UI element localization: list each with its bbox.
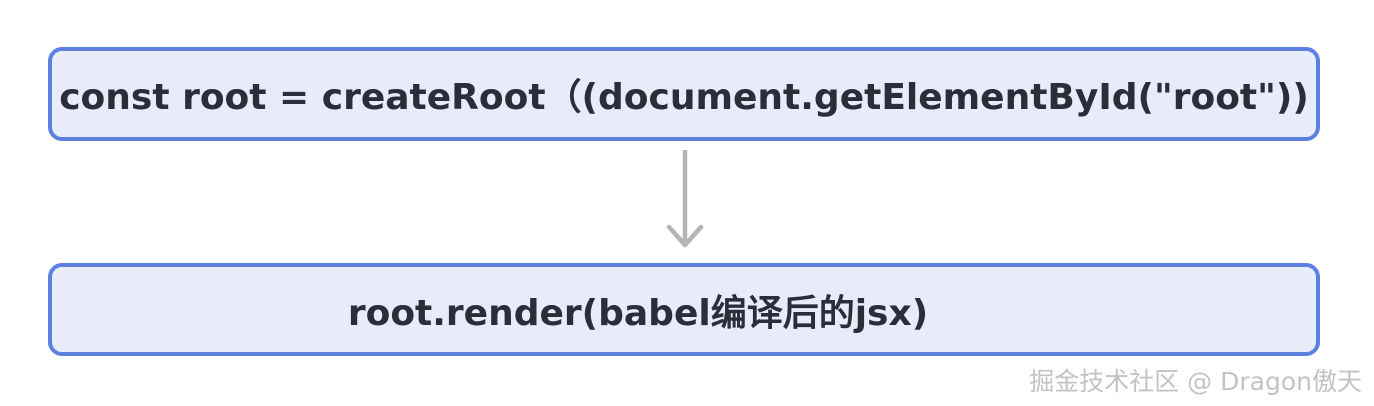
down-arrow-icon xyxy=(663,148,707,258)
watermark: 掘金技术社区 @ Dragon傲天 xyxy=(1029,367,1362,396)
flow-box-create-root: const root = createRoot（(document.getEle… xyxy=(48,47,1320,141)
flow-box-render-jsx: root.render(babel编译后的jsx) xyxy=(48,263,1320,356)
flow-box-create-root-text: const root = createRoot（(document.getEle… xyxy=(59,77,1309,118)
flow-box-render-jsx-text: root.render(babel编译后的jsx) xyxy=(347,292,929,334)
